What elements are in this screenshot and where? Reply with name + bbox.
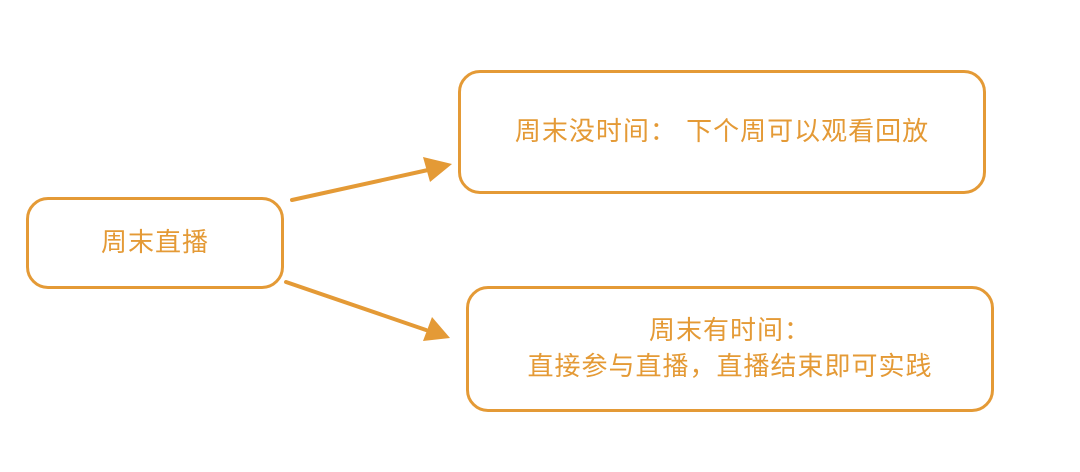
node-has-time-on-weekend: 周末有时间： 直接参与直播，直播结束即可实践 xyxy=(466,286,994,412)
arrow-to-no-time xyxy=(290,157,452,202)
arrow-to-has-time xyxy=(284,280,450,341)
arrowhead-icon xyxy=(423,317,450,341)
node-label-line-2: 直接参与直播，直播结束即可实践 xyxy=(527,352,933,382)
node-label: 周末直播 xyxy=(100,228,209,258)
node-label-line-1: 周末有时间： xyxy=(648,316,811,346)
node-weekend-live: 周末直播 xyxy=(26,197,284,289)
node-no-time-on-weekend: 周末没时间： 下个周可以观看回放 xyxy=(458,70,986,194)
arrowhead-icon xyxy=(423,157,452,182)
node-label: 周末没时间： 下个周可以观看回放 xyxy=(514,117,930,147)
